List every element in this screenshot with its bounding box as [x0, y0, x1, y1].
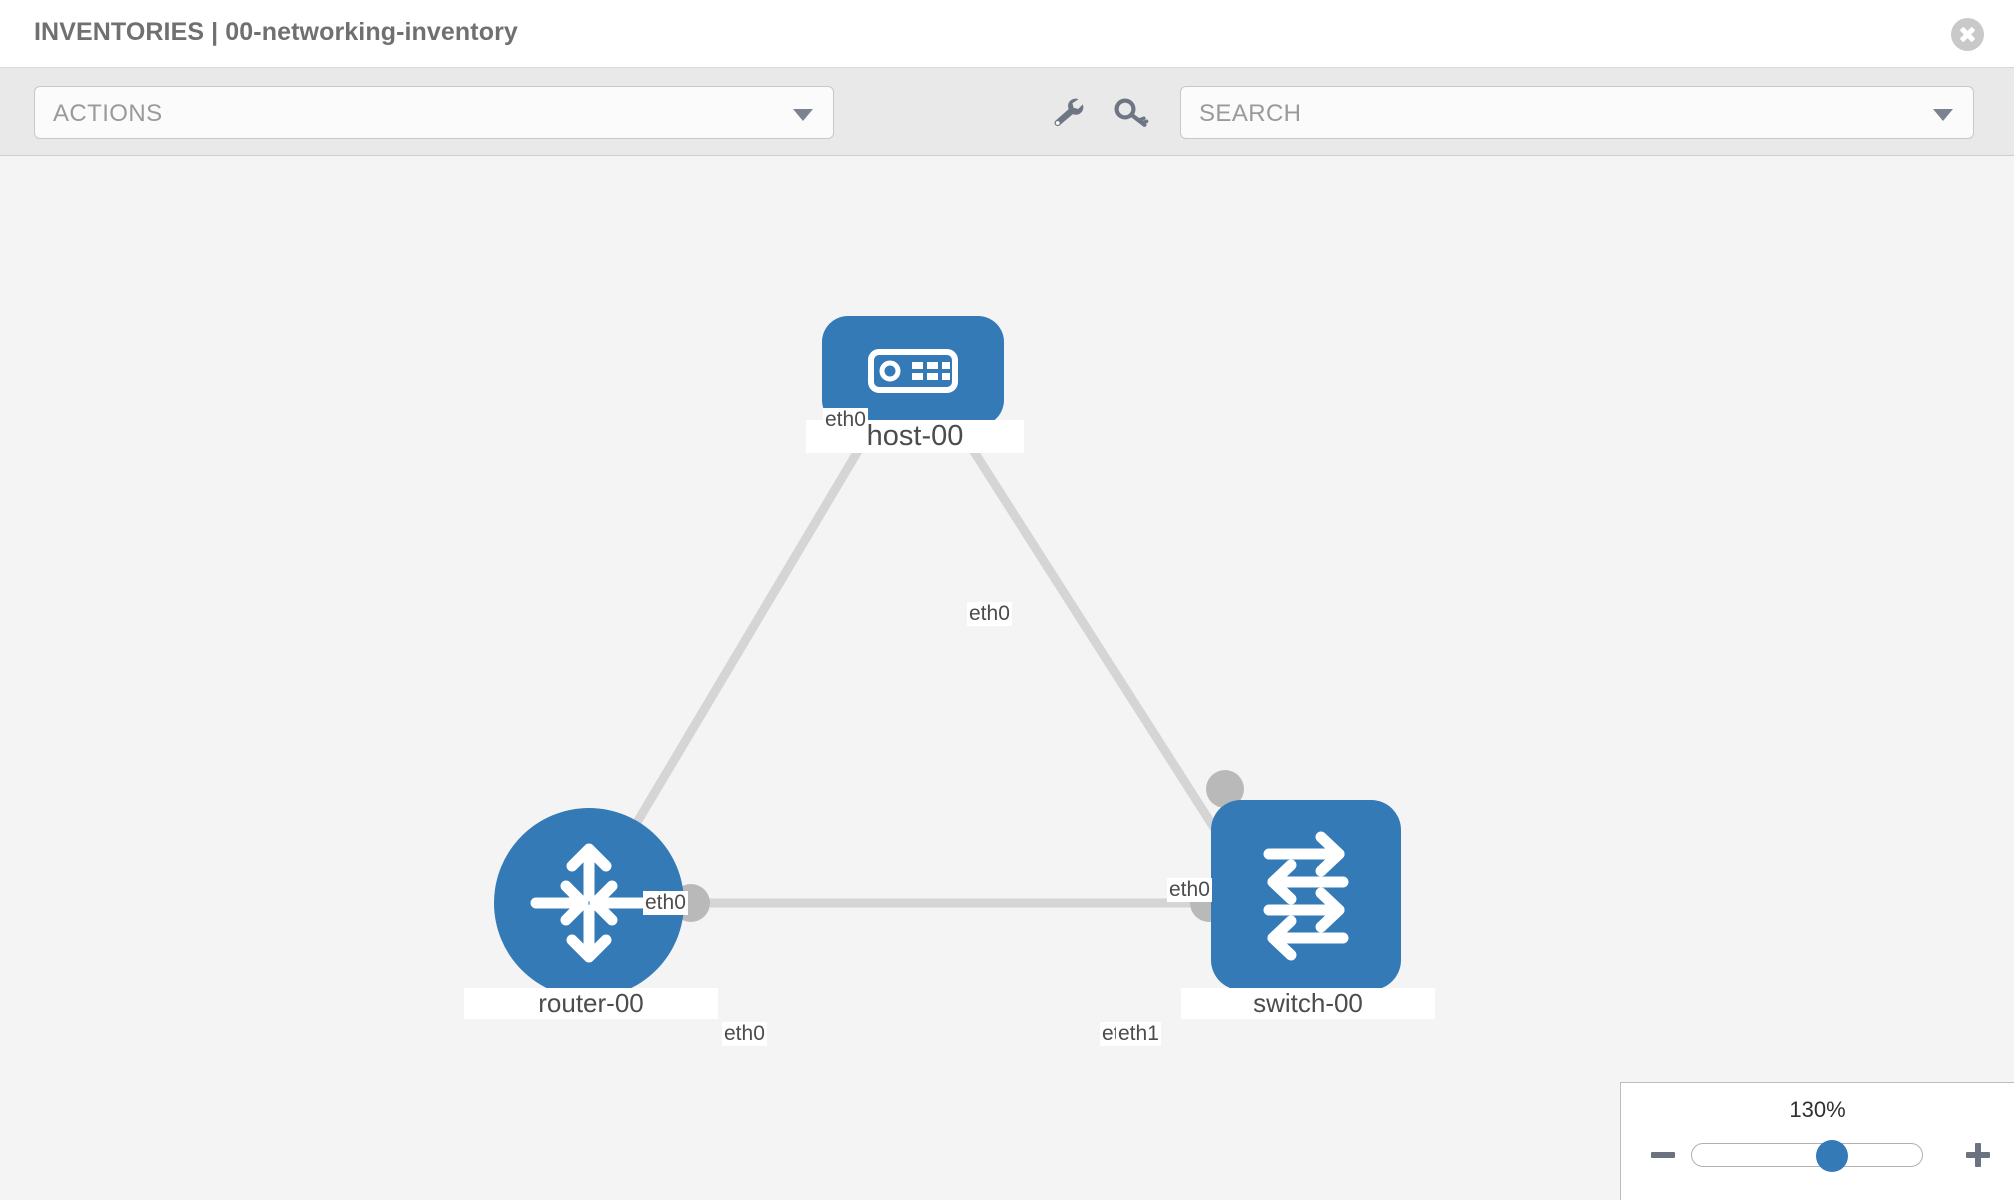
key-icon[interactable]	[1113, 96, 1151, 130]
zoom-slider-row	[1621, 1135, 2014, 1175]
node-switch-00-label: switch-00	[1181, 988, 1435, 1019]
edge-label-switch-upper: eth0	[1167, 878, 1212, 902]
zoom-out-button[interactable]	[1649, 1141, 1677, 1169]
edge-label-switch-left-eth1: eth1	[1116, 1022, 1161, 1046]
search-placeholder: SEARCH	[1199, 100, 1302, 127]
link-host-switch[interactable]	[946, 411, 1236, 859]
chevron-down-icon[interactable]	[1933, 109, 1953, 121]
node-switch-00-shape	[1211, 800, 1401, 990]
node-host-00[interactable]: host-00	[806, 316, 1024, 453]
wrench-icon[interactable]	[1048, 96, 1086, 130]
zoom-level-label: 130%	[1789, 1097, 1846, 1122]
node-switch-00[interactable]: switch-00	[1181, 800, 1435, 1019]
edge-label-router-upper: eth0	[643, 891, 688, 915]
router-arrows-icon	[530, 843, 648, 963]
edge-label-host-right: eth0	[967, 602, 1012, 626]
edge-label-host-left: eth0	[823, 408, 868, 432]
actions-dropdown[interactable]: ACTIONS	[34, 86, 834, 139]
topology-links	[613, 411, 1236, 908]
topology-canvas[interactable]: host-00	[0, 156, 2014, 1200]
actions-dropdown-label: ACTIONS	[53, 100, 163, 127]
switch-arrows-icon	[1263, 831, 1349, 961]
page-header: INVENTORIES | 00-networking-inventory	[0, 0, 2014, 68]
chevron-down-icon	[793, 109, 813, 121]
edge-label-router-right: eth0	[722, 1022, 767, 1046]
page-title: INVENTORIES | 00-networking-inventory	[34, 18, 518, 46]
zoom-slider-track[interactable]	[1691, 1140, 1923, 1172]
server-icon	[868, 349, 958, 393]
zoom-slider-thumb[interactable]	[1816, 1140, 1848, 1172]
zoom-in-button[interactable]	[1964, 1141, 1992, 1169]
link-host-router[interactable]	[613, 411, 884, 859]
toolbar: ACTIONS SEARCH	[0, 68, 2014, 156]
node-router-00-label: router-00	[464, 988, 718, 1019]
node-host-00-shape	[822, 316, 1004, 426]
close-icon[interactable]	[1951, 18, 1984, 51]
node-host-00-label: host-00	[806, 420, 1024, 453]
search-input[interactable]: SEARCH	[1180, 86, 1974, 139]
zoom-control-panel: 130%	[1620, 1082, 2014, 1200]
